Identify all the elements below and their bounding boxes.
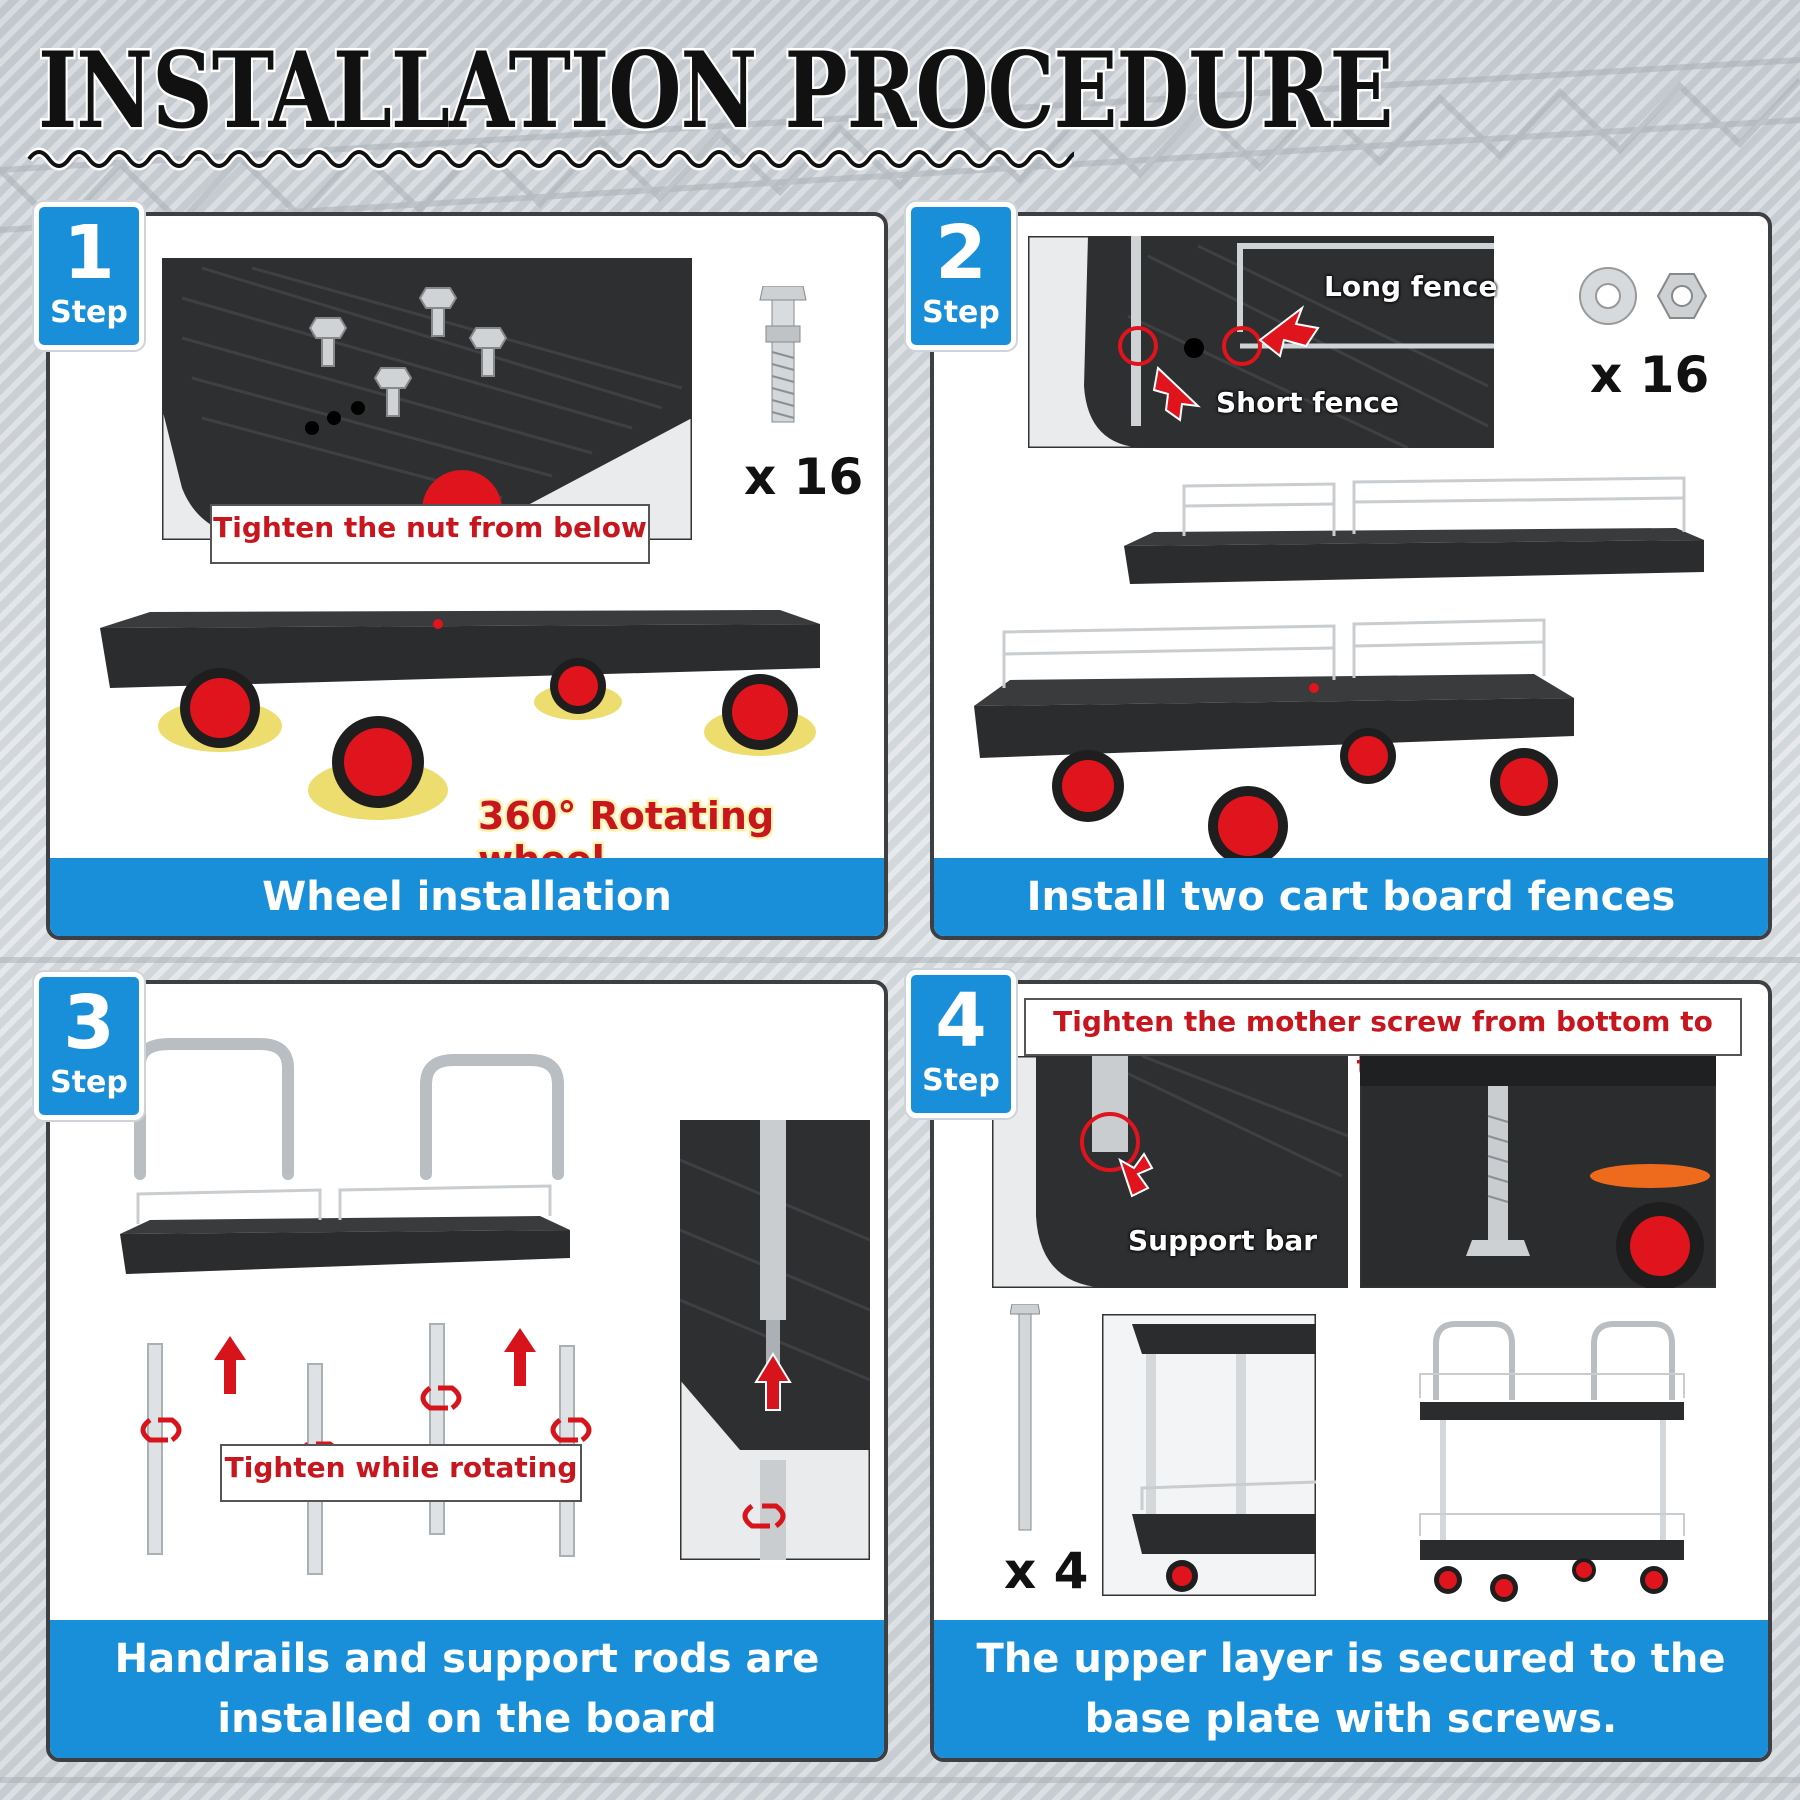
support-bar-closeup-image (992, 1056, 1348, 1288)
step-word: Step (50, 1065, 128, 1100)
bolt-closeup-image (162, 258, 692, 540)
step-3-badge: 3 Step (34, 972, 144, 1120)
step-1-badge: 1 Step (34, 202, 144, 350)
handrail-board-image (120, 1038, 592, 1575)
title-underline-wave (25, 147, 1074, 171)
rod-closeup-image (680, 1120, 870, 1560)
handrail-icon (134, 1038, 564, 1180)
two-layer-closeup-image (1102, 1314, 1316, 1596)
step-word: Step (50, 295, 128, 330)
step-1-quantity: x 16 (744, 448, 864, 506)
short-fence-label: Short fence (1216, 386, 1399, 419)
step-word: Step (922, 1063, 1000, 1098)
step-word: Step (922, 295, 1000, 330)
step-1-callout: Tighten the nut from below (210, 504, 650, 564)
step-1-caption: Wheel installation (50, 858, 884, 936)
step-3-panel: Tighten while rotating Handrails and sup… (46, 980, 888, 1762)
step-1-panel: Tighten the nut from below x 16 360° Rot… (46, 212, 888, 940)
step-2-panel: Long fence Short fence x 16 Install two … (930, 212, 1772, 940)
step-2-caption: Install two cart board fences (934, 858, 1768, 936)
step-3-caption: Handrails and support rods are installed… (50, 1620, 884, 1758)
step-4-callout: Tighten the mother screw from bottom to … (1024, 998, 1742, 1082)
fenced-boards-image (974, 476, 1704, 866)
washer-icon (1579, 267, 1708, 325)
fence-closeup-image (1028, 236, 1494, 448)
step-number: 1 (63, 210, 115, 296)
cart-base-image (100, 610, 820, 820)
step-3-callout: Tighten while rotating (220, 1444, 582, 1502)
long-fence-label: Long fence (1324, 270, 1498, 303)
step-number: 3 (63, 980, 115, 1066)
step-4-caption: The upper layer is secured to the base p… (934, 1620, 1768, 1758)
bolt-icon (759, 286, 807, 423)
step-2-quantity: x 16 (1590, 346, 1710, 404)
step-number: 4 (935, 978, 987, 1064)
up-arrow-icon (214, 1328, 536, 1394)
step-4-panel: Tighten the mother screw from bottom to … (930, 980, 1772, 1762)
screw-underside-image (1360, 1056, 1716, 1288)
screw-icon (1010, 1304, 1040, 1531)
step-4-badge: 4 Step (906, 970, 1016, 1118)
cart-icon (1419, 1321, 1685, 1602)
support-bar-label: Support bar (1128, 1224, 1318, 1257)
step-4-quantity: x 4 (1004, 1542, 1089, 1600)
step-number: 2 (935, 210, 987, 296)
step-2-badge: 2 Step (906, 202, 1016, 350)
page-title: INSTALLATION PROCEDURE (36, 26, 1395, 155)
